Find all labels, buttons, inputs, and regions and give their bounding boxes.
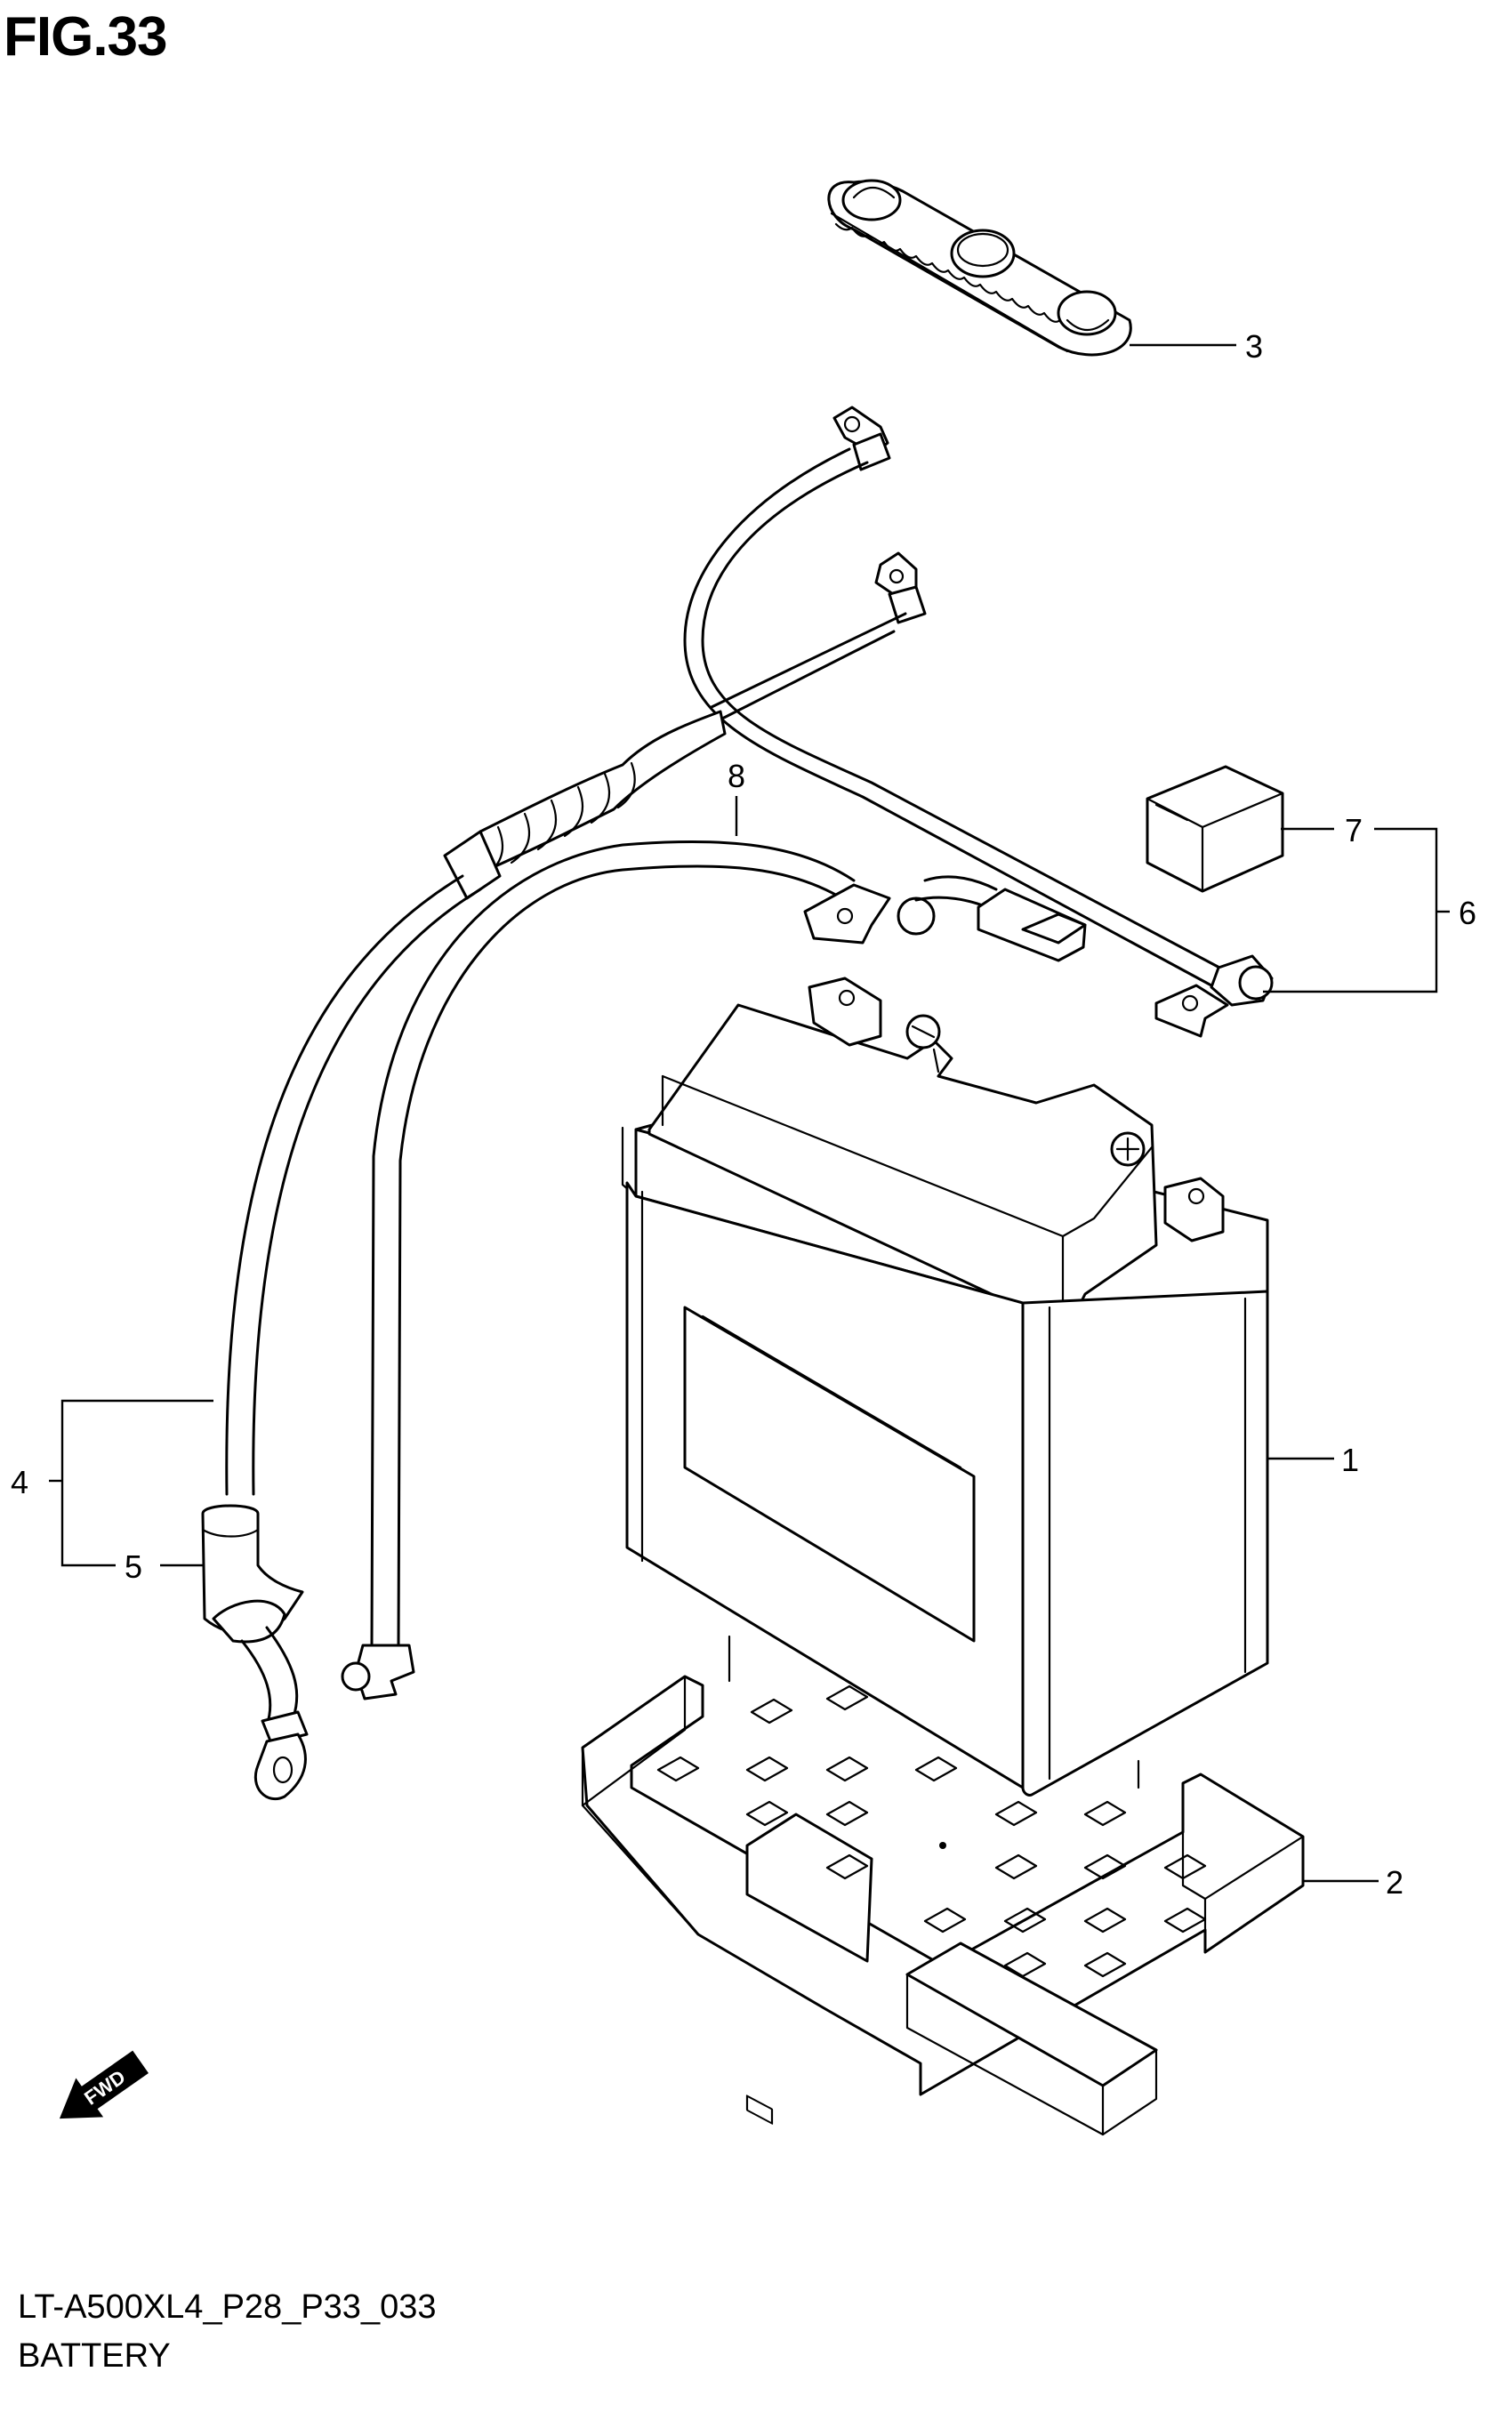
fwd-arrow-icon: FWD (59, 2050, 149, 2119)
figure-title: FIG.33 (4, 6, 168, 68)
positive-cable-part[interactable] (683, 406, 1274, 1038)
figure-code: LT-A500XL4_P28_P33_033 (18, 2288, 437, 2326)
figure-name: BATTERY (18, 2337, 171, 2375)
battery-part[interactable] (621, 977, 1269, 1797)
callout-1: 1 (1341, 1442, 1359, 1478)
negative-cable-part[interactable] (201, 551, 927, 1800)
callout-2: 2 (1386, 1864, 1403, 1901)
callout-7: 7 (1345, 812, 1363, 848)
terminal-cap-part[interactable] (1146, 765, 1284, 893)
battery-cover-part[interactable] (827, 179, 1132, 357)
lead-wire-part[interactable] (341, 840, 1087, 1700)
callout-leaders (49, 343, 1450, 1883)
callout-8: 8 (728, 758, 745, 794)
battery-tray-part[interactable] (581, 1635, 1305, 2136)
callout-3: 3 (1245, 328, 1263, 365)
callout-6: 6 (1459, 895, 1476, 931)
callout-4: 4 (11, 1464, 28, 1500)
callout-5: 5 (125, 1548, 142, 1585)
